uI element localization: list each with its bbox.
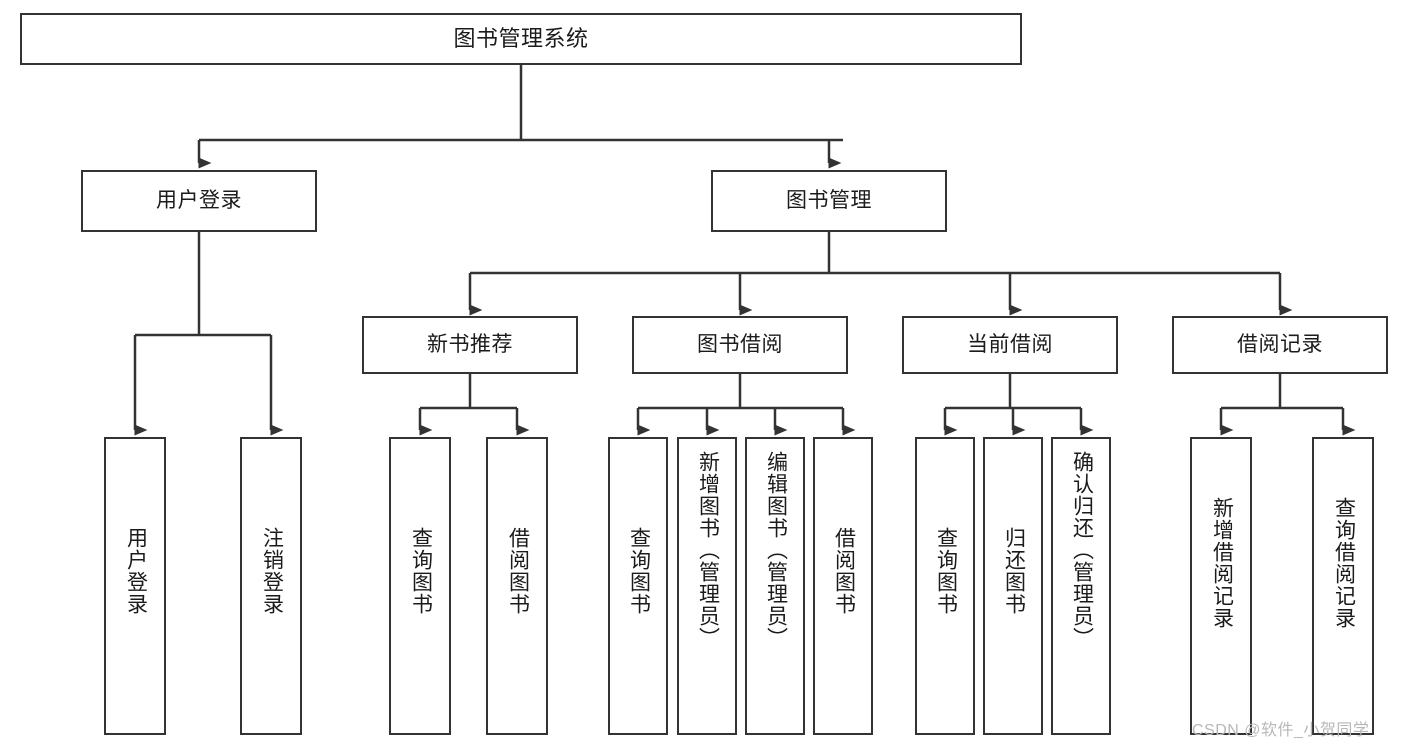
node-root[interactable]: 图书管理系统 <box>20 13 1022 65</box>
node-label: 新增图书（管理员） <box>696 451 720 649</box>
node-label: 借阅记录 <box>1237 332 1323 356</box>
node-level3-1[interactable]: 图书借阅 <box>632 316 848 374</box>
node-label: 查询图书 <box>409 527 433 615</box>
node-leaf-11[interactable]: 新增借阅记录 <box>1190 437 1252 735</box>
node-leaf-4[interactable]: 查询图书 <box>608 437 668 735</box>
node-label: 当前借阅 <box>967 332 1053 356</box>
node-label: 查询图书 <box>934 527 958 615</box>
node-level3-3[interactable]: 借阅记录 <box>1172 316 1388 374</box>
node-label: 归还图书 <box>1002 527 1026 615</box>
node-label: 查询图书 <box>627 527 651 615</box>
node-leaf-6[interactable]: 编辑图书（管理员） <box>745 437 805 735</box>
node-leaf-1[interactable]: 注销登录 <box>240 437 302 735</box>
csdn-watermark: CSDN @软件_小贺同学 <box>1192 722 1370 739</box>
node-label: 图书管理系统 <box>453 26 589 52</box>
node-leaf-12[interactable]: 查询借阅记录 <box>1312 437 1374 735</box>
node-label: 新增借阅记录 <box>1210 497 1234 629</box>
node-leaf-9[interactable]: 归还图书 <box>983 437 1043 735</box>
node-label: 用户登录 <box>156 188 242 212</box>
node-level2-1[interactable]: 图书管理 <box>711 170 947 232</box>
node-level3-0[interactable]: 新书推荐 <box>362 316 578 374</box>
node-label: 编辑图书（管理员） <box>764 451 788 649</box>
node-label: 查询借阅记录 <box>1332 497 1356 629</box>
node-level2-0[interactable]: 用户登录 <box>81 170 317 232</box>
node-label: 借阅图书 <box>832 527 856 615</box>
node-leaf-3[interactable]: 借阅图书 <box>486 437 548 735</box>
node-leaf-8[interactable]: 查询图书 <box>915 437 975 735</box>
node-label: 注销登录 <box>260 527 284 615</box>
node-label: 新书推荐 <box>427 332 513 356</box>
node-label: 借阅图书 <box>506 527 530 615</box>
node-label: 图书借阅 <box>697 332 783 356</box>
node-label: 用户登录 <box>124 527 148 615</box>
node-label: 图书管理 <box>786 188 872 212</box>
node-leaf-0[interactable]: 用户登录 <box>104 437 166 735</box>
node-level3-2[interactable]: 当前借阅 <box>902 316 1118 374</box>
node-leaf-2[interactable]: 查询图书 <box>389 437 451 735</box>
node-leaf-10[interactable]: 确认归还（管理员） <box>1051 437 1111 735</box>
node-leaf-5[interactable]: 新增图书（管理员） <box>677 437 737 735</box>
node-label: 确认归还（管理员） <box>1070 451 1094 649</box>
node-leaf-7[interactable]: 借阅图书 <box>813 437 873 735</box>
